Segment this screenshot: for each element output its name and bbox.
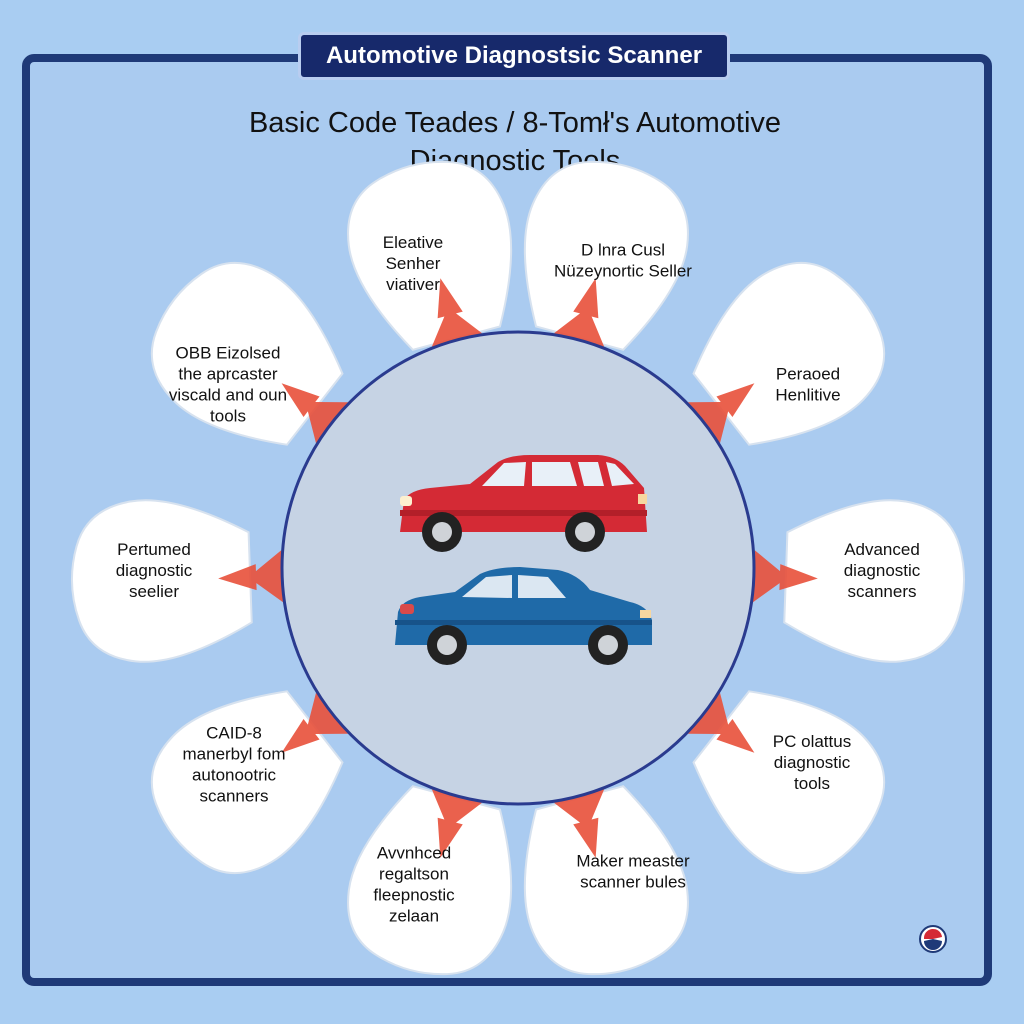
petal-label-line: scanners [848, 582, 917, 601]
petal-label-line: diagnostic [774, 753, 851, 772]
petal-label-line: fleepnostic [373, 886, 455, 905]
center-hub [280, 330, 756, 806]
petal-bottom-left: Avvnhced regaltson fleepnostic zelaan [347, 785, 513, 976]
petal-label-line: Nüzeynortic Seller [554, 262, 692, 281]
petal-label-line: Avvnhced [377, 844, 451, 863]
petal-label-line: Pertumed [117, 540, 191, 559]
petal-label-line: regaltson [379, 865, 449, 884]
petal-label: CAID-8 manerbyl fom autonootric scanners [183, 724, 286, 806]
petal-label-line: D lnra Cusl [581, 241, 665, 260]
blue-sedan-icon [395, 567, 652, 665]
petal-label: Maker measter scanner bules [576, 852, 690, 892]
petal-label: Pertumed diagnostic seelier [116, 540, 193, 601]
red-hatchback-icon [400, 455, 647, 552]
petal-label-line: CAID-8 [206, 724, 262, 743]
arrow-icon [553, 278, 605, 347]
petal-label-line: Peraoed [776, 365, 840, 384]
arrow-icon [431, 278, 483, 347]
petal-lower-left: CAID-8 manerbyl fom autonootric scanners [150, 690, 349, 874]
petal-label-line: tools [210, 407, 246, 426]
petal-label-line: Henlitive [775, 386, 840, 405]
petal-right: Advanced diagnostic scanners [752, 499, 966, 663]
petal-label-line: Senher [386, 254, 441, 273]
petal-label-line: scanners [200, 787, 269, 806]
arrow-icon [281, 383, 349, 444]
petal-shape [347, 785, 513, 976]
petal-label: OBB Eizolsed the aprcaster viscald and oun… [169, 344, 287, 426]
arrow-icon [218, 550, 284, 603]
petal-label-line: seelier [129, 582, 179, 601]
petal-label-line: Advanced [844, 540, 920, 559]
arrow-icon [431, 789, 483, 858]
heading-line-1: Basic Code Teades / 8-Tomł's Automotive [248, 107, 782, 139]
petal-lower-right: PC olattus diagnostic tools [687, 690, 886, 874]
petal-label-line: manerbyl fom [183, 745, 286, 764]
banner-title: Automotive Diagnostsic Scanner [325, 42, 703, 69]
petal-label-line: viativer [386, 275, 440, 294]
arrow-icon [553, 789, 605, 858]
title-banner: Automotive Diagnostsic Scanner [298, 32, 730, 80]
petal-label: PC olattus diagnostic tools [773, 732, 851, 793]
arrow-icon [752, 550, 818, 603]
petal-shape [347, 160, 513, 351]
petal-left: Pertumed diagnostic seelier [70, 499, 284, 663]
petal-label-line: tools [794, 774, 830, 793]
petal-label-line: scanner bules [580, 873, 686, 892]
arrow-icon [687, 692, 755, 753]
petal-label-line: Maker measter [576, 852, 690, 871]
petal-label: Avvnhced regaltson fleepnostic zelaan [373, 844, 455, 926]
petal-shape [523, 160, 689, 351]
brand-logo-icon [919, 925, 947, 953]
arrow-icon [281, 692, 349, 753]
petal-label-line: diagnostic [116, 561, 193, 580]
arrow-icon [687, 383, 755, 444]
petal-label-line: PC olattus [773, 732, 851, 751]
petal-label-line: the aprcaster [178, 365, 278, 384]
petal-shape [523, 785, 689, 976]
petal-label-line: zelaan [389, 907, 439, 926]
petal-bottom-right: Maker measter scanner bules [523, 785, 690, 976]
petal-label-line: autonootric [192, 766, 277, 785]
petal-shape [70, 499, 253, 663]
petal-label-line: viscald and oun [169, 386, 287, 405]
petal-label-line: OBB Eizolsed [176, 344, 281, 363]
petal-label: Advanced diagnostic scanners [844, 540, 921, 601]
petal-shape [783, 499, 966, 663]
petal-label-line: Eleative [383, 233, 443, 252]
petal-upper-left: OBB Eizolsed the aprcaster viscald and oun… [150, 262, 349, 446]
petal-label-line: diagnostic [844, 561, 921, 580]
